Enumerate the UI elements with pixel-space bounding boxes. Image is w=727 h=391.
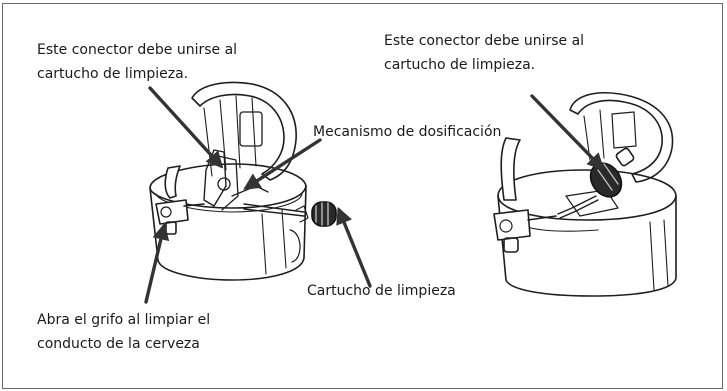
- diagram-frame: [2, 3, 723, 389]
- connector-right-label-line1: Este conector debe unirse al: [384, 33, 585, 49]
- tap-instruction-line2: conducto de la cerveza: [37, 336, 200, 352]
- right-dispenser-illustration: [493, 92, 677, 297]
- arrow-cleaning-cartridge: [336, 206, 372, 288]
- cleaning-cartridge-label: Cartucho de limpieza: [307, 283, 456, 299]
- connector-right-label-line2: cartucho de limpieza.: [384, 57, 536, 73]
- left-dispenser-illustration: [149, 81, 337, 281]
- tap-instruction-line1: Abra el grifo al limpiar el: [37, 312, 211, 328]
- right-cleaning-cartridge: [589, 147, 635, 198]
- dosing-mechanism-label: Mecanismo de dosificación: [313, 124, 502, 140]
- left-cleaning-cartridge: [311, 201, 337, 227]
- connector-left-label-line2: cartucho de limpieza.: [37, 66, 189, 82]
- left-keg-body: [149, 163, 307, 281]
- right-beer-tap: [493, 137, 557, 253]
- connector-right-label: Este conector debe unirse al cartucho de…: [384, 29, 584, 77]
- arrow-dosing-mechanism: [243, 138, 322, 190]
- arrow-connector-right: [530, 94, 605, 171]
- connector-left-label: Este conector debe unirse al cartucho de…: [37, 38, 237, 86]
- arrow-tap: [144, 222, 170, 304]
- left-dosing-mechanism: [203, 149, 227, 207]
- left-beer-tap: [155, 165, 205, 235]
- tap-instruction-label: Abra el grifo al limpiar el conducto de …: [37, 308, 210, 356]
- connector-left-label-line1: Este conector debe unirse al: [37, 42, 238, 58]
- left-lid: [191, 81, 297, 181]
- arrow-connector-left: [148, 86, 224, 169]
- right-lid: [569, 92, 674, 183]
